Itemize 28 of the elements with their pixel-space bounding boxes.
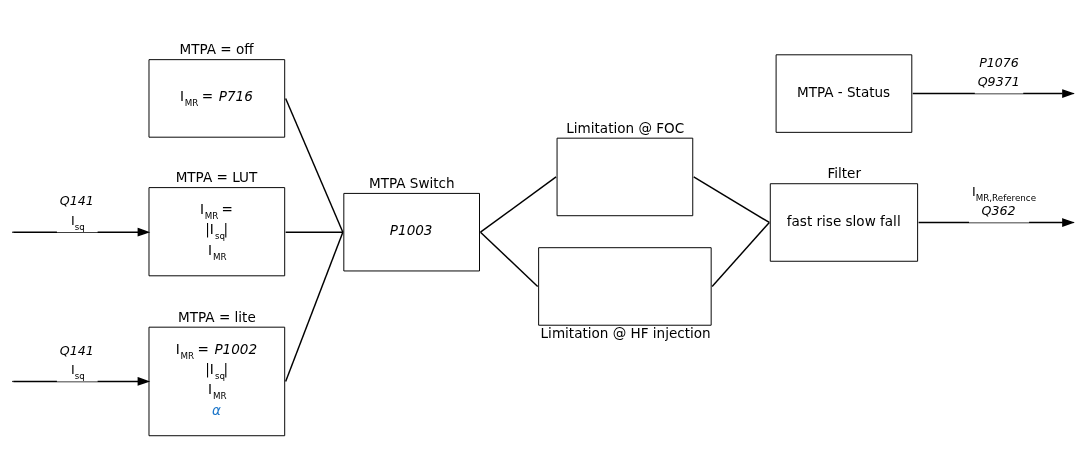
node-label: MTPA Switch xyxy=(369,174,455,191)
edge-label: P1076 Q9371 xyxy=(977,54,1020,90)
node-box: I$_{MR}$ = P1002 |I$_{sq}$| I$_{MR}$ α xyxy=(148,326,286,437)
connector xyxy=(284,231,344,383)
connector xyxy=(284,231,344,233)
connector xyxy=(284,97,344,233)
edge-label: Q141 I$_{sq}$ xyxy=(59,193,94,232)
node-box: I$_{MR}$ = |I$_{sq}$| I$_{MR}$ xyxy=(148,187,286,277)
node-box xyxy=(556,137,694,217)
arrow xyxy=(12,377,151,386)
node-label: Limitation @ FOC xyxy=(566,119,685,136)
connector xyxy=(711,221,771,288)
node-label: MTPA = off xyxy=(179,41,254,58)
arrow xyxy=(12,227,151,237)
node-label: MTPA = lite xyxy=(178,308,256,325)
node-label: MTPA = LUT xyxy=(175,168,258,185)
node-label: Limitation @ HF injection xyxy=(540,325,711,342)
node-box xyxy=(538,247,712,326)
node-box: P1003 xyxy=(343,192,480,272)
node-box: fast rise slow fall xyxy=(769,183,919,262)
node-box: I$_{MR}$ = P716 xyxy=(148,59,286,138)
node-box: MTPA - Status xyxy=(775,54,913,133)
edge-label: I$_{MR,Reference}$ Q362 xyxy=(971,183,1037,219)
connector xyxy=(479,231,539,288)
connector xyxy=(693,176,771,224)
node-label: Filter xyxy=(827,165,862,182)
connector xyxy=(479,176,557,233)
edge-label: Q141 I$_{sq}$ xyxy=(59,342,94,382)
